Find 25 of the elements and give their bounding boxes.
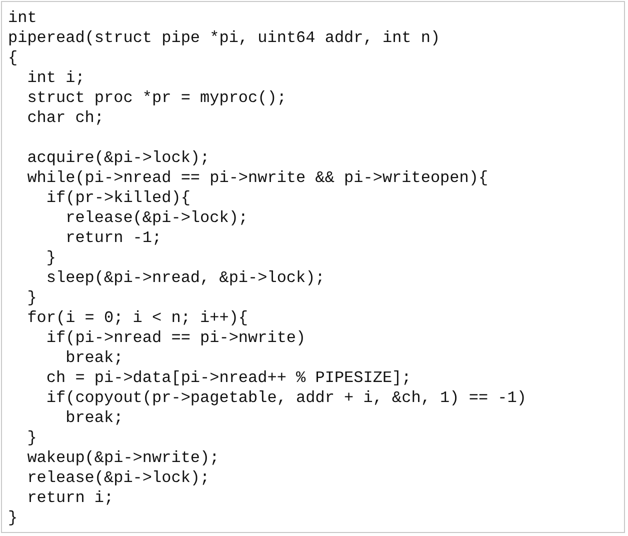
code-line: release(&pi->lock);: [66, 209, 248, 227]
code-line: break;: [66, 409, 124, 427]
code-line: piperead(struct pipe *pi, uint64 addr, int n): [8, 29, 440, 47]
code-line: break;: [66, 349, 124, 367]
code-line: {: [8, 49, 18, 67]
code-line: }: [27, 429, 37, 447]
code-line: acquire(&pi->lock);: [27, 149, 210, 167]
code-line: if(pi->nread == pi->nwrite): [46, 329, 306, 347]
code-line: }: [8, 509, 18, 527]
code-line: }: [27, 289, 37, 307]
code-line: int i;: [27, 69, 85, 87]
code-line: for(i = 0; i < n; i++){: [27, 309, 248, 327]
code-line: sleep(&pi->nread, &pi->lock);: [46, 269, 325, 287]
code-line: return -1;: [66, 229, 162, 247]
code-line: ch = pi->data[pi->nread++ % PIPESIZE];: [46, 369, 412, 387]
code-line: return i;: [27, 489, 114, 507]
code-line: int: [8, 9, 37, 27]
code-line: while(pi->nread == pi->nwrite && pi->writeopen){: [27, 169, 488, 187]
code-line: struct proc *pr = myproc();: [27, 89, 286, 107]
code-line: if(pr->killed){: [46, 189, 190, 207]
code-line: if(copyout(pr->pagetable, addr + i, &ch, 1) == -1): [46, 389, 526, 407]
code-line: release(&pi->lock);: [27, 469, 210, 487]
code-line: char ch;: [27, 109, 104, 127]
code-line: wakeup(&pi->nwrite);: [27, 449, 220, 467]
code-line: }: [46, 249, 56, 267]
